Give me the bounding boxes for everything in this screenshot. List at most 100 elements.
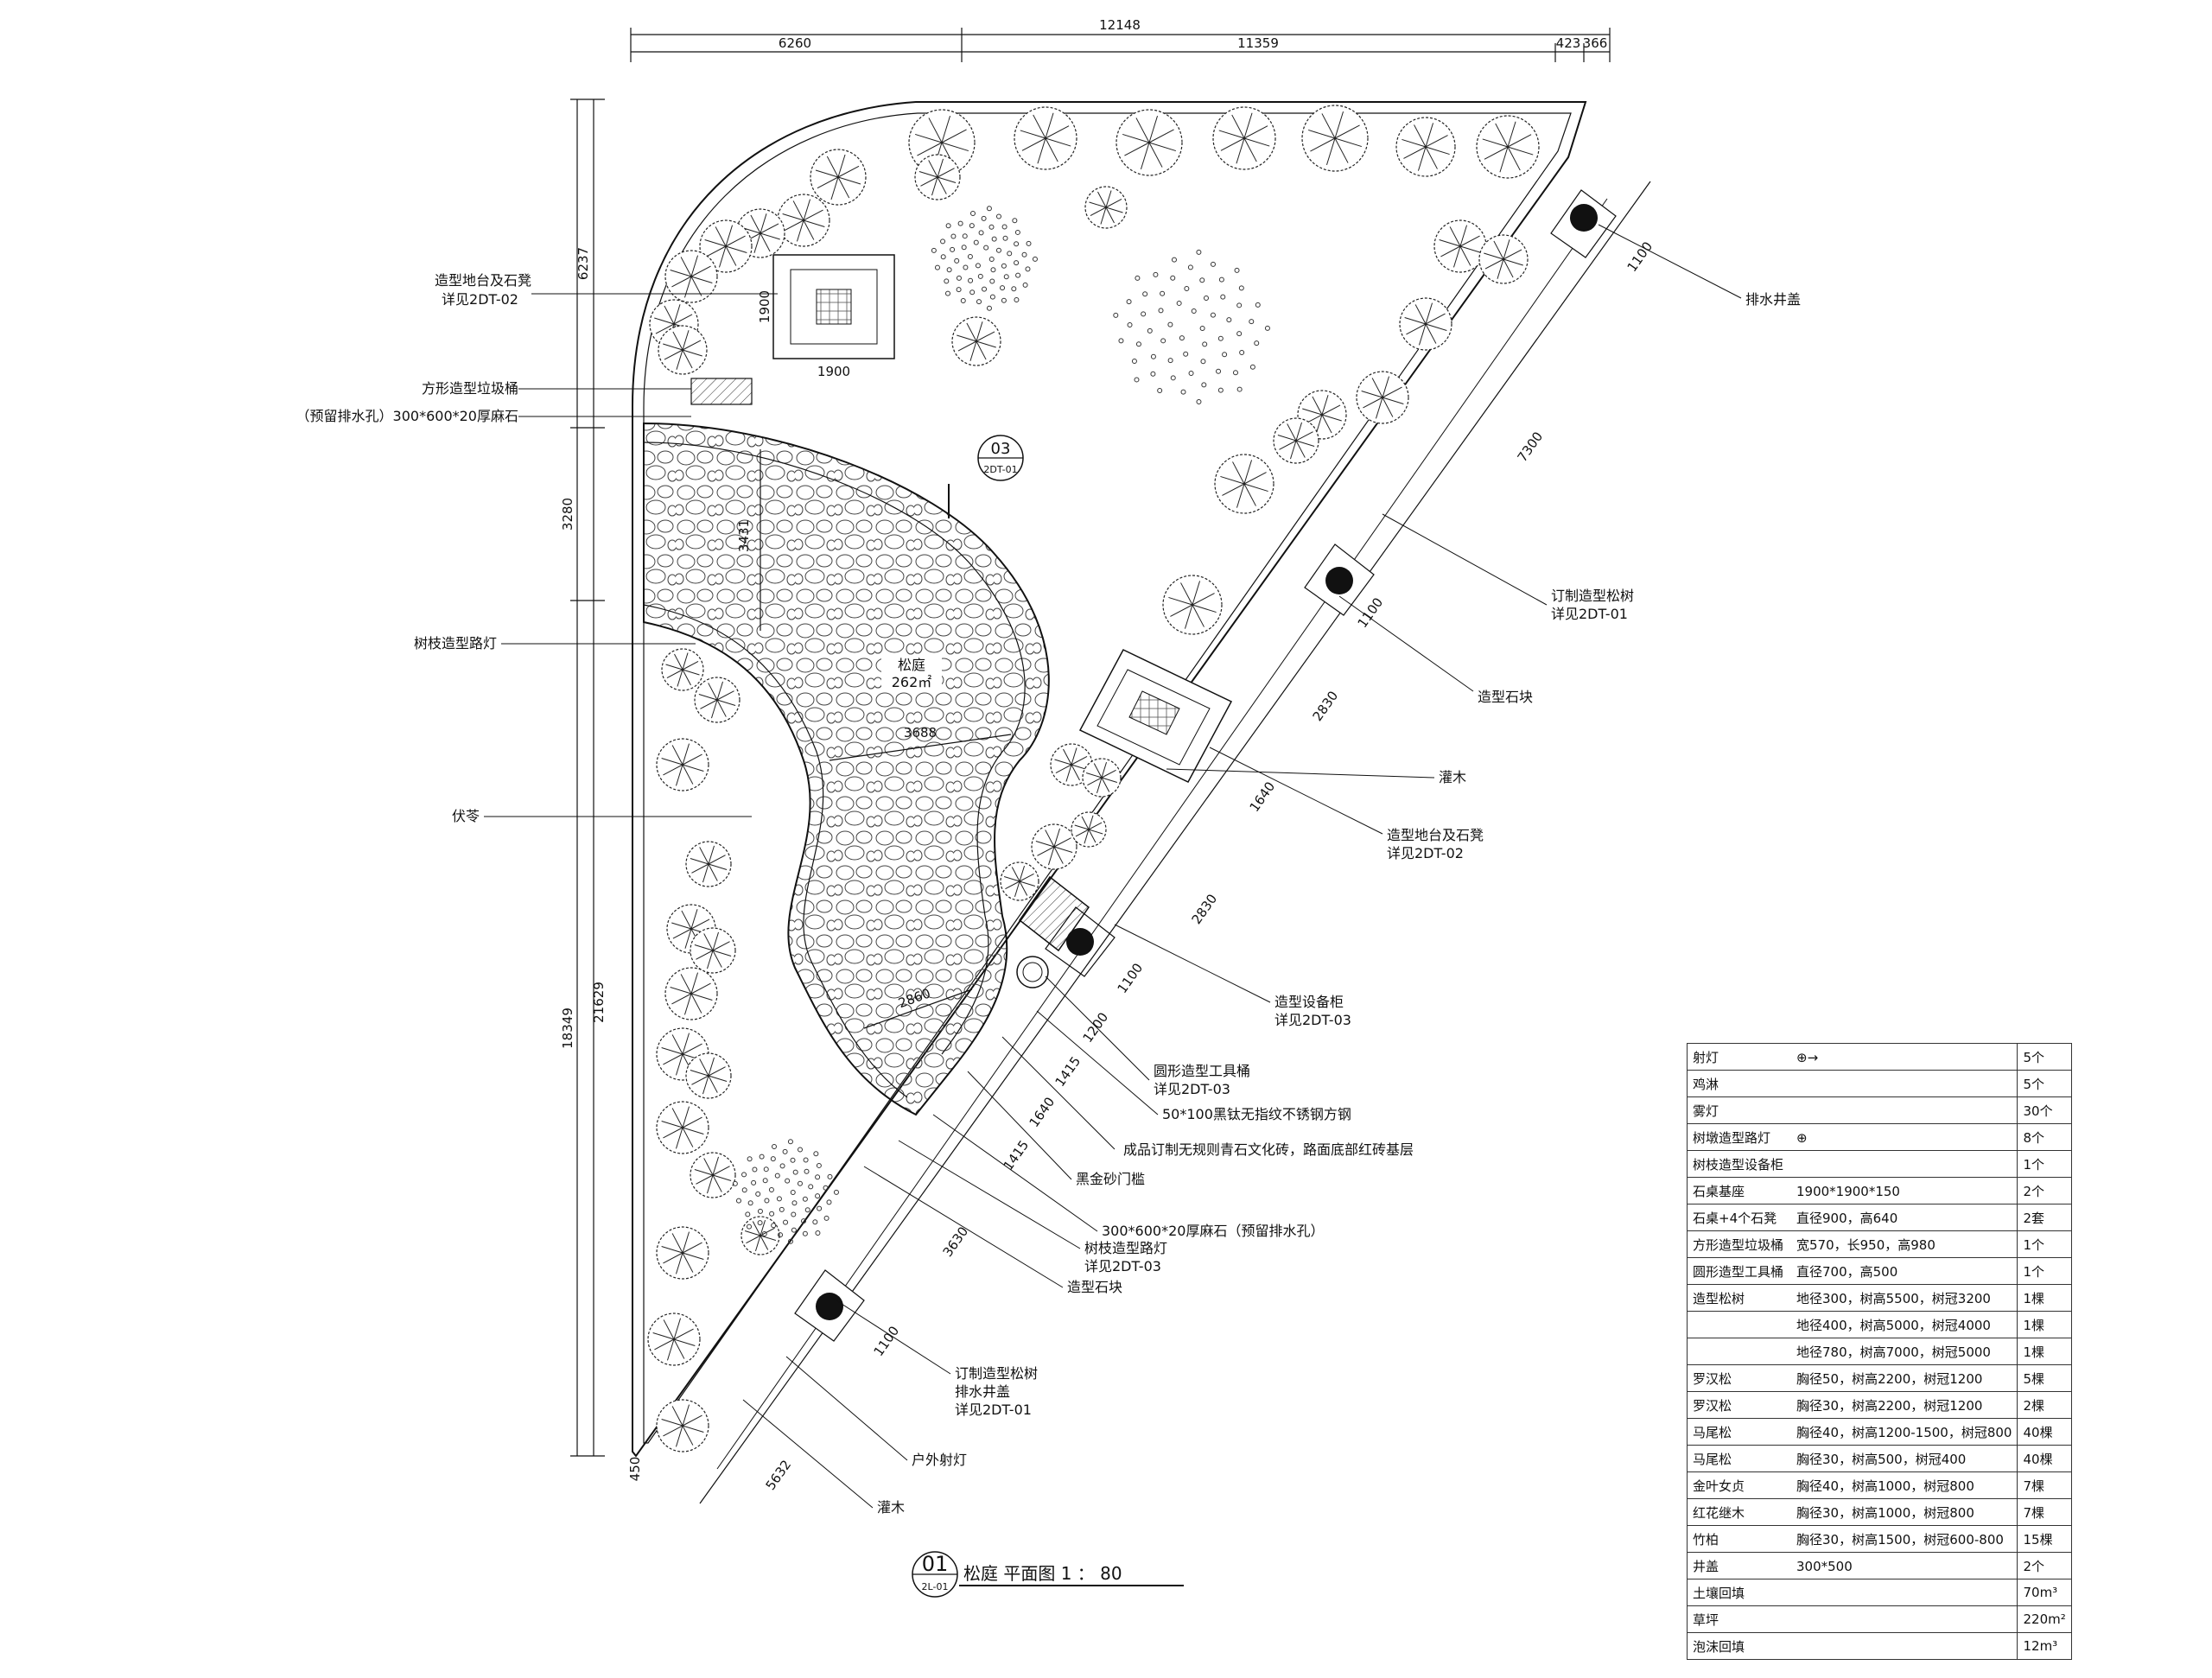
pine-needle-dot xyxy=(1220,294,1226,300)
legend-item: 罗汉松胸径50，树高2200，树冠1200 xyxy=(1686,1364,2018,1392)
legend-item-name: 土壤回填 xyxy=(1693,1585,1745,1601)
pine-needle-dot xyxy=(791,1227,797,1233)
pine-needle-dot xyxy=(771,1223,777,1229)
pine-needle-dot xyxy=(779,1206,785,1212)
pine-needle-dot xyxy=(1187,264,1193,270)
legend-item-name: 方形造型垃圾桶 xyxy=(1693,1236,1784,1253)
label-right-11: 树枝造型路灯 xyxy=(1084,1240,1167,1256)
legend-item: 鸡淋 xyxy=(1686,1070,2018,1097)
courtyard-label-bg xyxy=(881,657,942,690)
callout-ref: 2DT-01 xyxy=(983,464,1017,475)
pine-needle-dot xyxy=(1196,399,1202,405)
label-right-11-ref: 详见2DT-03 xyxy=(1084,1258,1161,1274)
legend-item-spec: 地径300，树高5500，树冠3200 xyxy=(1796,1290,1991,1306)
label-right-4: 造型地台及石凳 xyxy=(1387,827,1484,843)
legend-item-qty: 30个 xyxy=(2017,1096,2072,1124)
dim-diag-b: 1100 xyxy=(1624,238,1656,275)
legend-item-spec: 胸径30，树高2200，树冠1200 xyxy=(1796,1397,1983,1414)
pine-needle-dot xyxy=(969,211,976,217)
legend-item-name: 金叶女贞 xyxy=(1693,1478,1745,1494)
pine-needle-dot xyxy=(991,236,997,242)
legend-item-spec: 直径900，高640 xyxy=(1796,1210,1898,1226)
pine-needle-dot xyxy=(757,1208,763,1214)
tree-symbol xyxy=(1031,823,1077,870)
legend-item: 红花继木胸径30，树高1000，树冠800 xyxy=(1686,1498,2018,1526)
title-ref: 2L-01 xyxy=(922,1581,949,1592)
pine-needle-dot xyxy=(995,213,1001,219)
dim-top-total: 12148 xyxy=(1099,17,1141,33)
pine-needle-dot xyxy=(1160,290,1166,296)
legend-item: 方形造型垃圾桶宽570，长950，高980 xyxy=(1686,1230,2018,1258)
pine-needle-dot xyxy=(741,1172,747,1178)
legend-item-name: 红花继木 xyxy=(1693,1504,1745,1521)
dim-left-c: 18349 xyxy=(560,1007,575,1049)
pine-needle-dot xyxy=(762,1178,768,1184)
section-callout xyxy=(948,435,1024,518)
label-right-3: 灌木 xyxy=(1439,769,1466,785)
dim-top-left: 6260 xyxy=(779,35,811,51)
tree-symbol xyxy=(690,927,736,974)
legend-item-qty: 7棵 xyxy=(2017,1498,2072,1526)
pine-needle-dot xyxy=(950,246,956,252)
tree-symbol xyxy=(664,967,718,1020)
pine-needle-dot xyxy=(1176,300,1182,306)
pine-needle-dot xyxy=(1150,353,1156,359)
tree-symbol xyxy=(658,325,708,375)
pine-needle-dot xyxy=(1153,271,1159,277)
dim-diag-d: 1640 xyxy=(1247,779,1279,815)
label-right-4-ref: 详见2DT-02 xyxy=(1387,845,1464,861)
tree-symbol xyxy=(1476,115,1540,179)
pine-needle-dot xyxy=(968,277,974,283)
top-dimension-lines xyxy=(630,28,1611,62)
tree-symbol xyxy=(656,738,709,791)
legend-item-name: 马尾松 xyxy=(1693,1424,1732,1440)
pine-needle-dot xyxy=(769,1211,775,1217)
label-right-7: 50*100黑钛无指纹不锈钢方钢 xyxy=(1162,1106,1351,1122)
legend-item-name: 树墩造型路灯 xyxy=(1693,1129,1771,1146)
pine-needle-dot xyxy=(1254,340,1260,346)
pine-needle-dot xyxy=(1179,335,1185,341)
pine-needle-dot xyxy=(1236,302,1243,308)
pine-needle-dot xyxy=(1118,338,1124,344)
pine-needle-dot xyxy=(1011,286,1017,292)
pine-needle-dot xyxy=(1222,352,1228,358)
pine-needle-dot xyxy=(1183,351,1189,357)
dim-diag-c: 2830 xyxy=(1310,688,1342,724)
pine-needle-dot xyxy=(940,254,946,260)
pine-needle-dot xyxy=(797,1180,803,1186)
callout-number: 03 xyxy=(991,440,1011,458)
label-right-0: 排水井盖 xyxy=(1745,291,1801,308)
drawing-title-block xyxy=(912,1551,1184,1598)
pine-needle-dot xyxy=(747,1156,753,1162)
pine-needle-dot xyxy=(989,294,995,300)
legend-item-spec: 300*500 xyxy=(1796,1558,1853,1574)
square-trash-bin xyxy=(690,378,753,405)
legend-item-qty: 2个 xyxy=(2017,1552,2072,1579)
pine-needle-dot xyxy=(1022,282,1028,288)
legend-item: 地径400，树高5000，树冠4000 xyxy=(1686,1311,2018,1338)
pine-needle-dot xyxy=(1236,386,1243,392)
pine-needle-dot xyxy=(1239,350,1245,356)
pine-needle-dot xyxy=(944,290,950,296)
label-right-9: 黑金砂门槛 xyxy=(1076,1171,1145,1187)
label-left-granite: （预留排水孔）300*600*20厚麻石 xyxy=(296,408,518,424)
pine-needle-dot xyxy=(1001,224,1007,230)
legend-item: 射灯⊕→ xyxy=(1686,1043,2018,1071)
pine-needle-dot xyxy=(1203,295,1209,301)
dim-diag-h: 1415 xyxy=(1052,1053,1084,1090)
pine-needle-dot xyxy=(787,1139,793,1145)
pine-needle-dot xyxy=(1160,338,1166,344)
pine-needle-dot xyxy=(751,1179,757,1185)
pine-needle-dot xyxy=(956,275,962,281)
tree-symbol xyxy=(741,1216,780,1255)
pine-needle-dot xyxy=(995,247,1001,253)
label-right-6-ref: 详见2DT-03 xyxy=(1154,1081,1230,1097)
pine-needle-dot xyxy=(1202,341,1208,347)
tree-symbol xyxy=(1301,105,1369,172)
pine-needle-dot xyxy=(791,1211,797,1217)
stone-platform-top xyxy=(772,254,895,359)
legend-item-name: 井盖 xyxy=(1693,1558,1719,1574)
pine-needle-dot xyxy=(815,1230,821,1236)
